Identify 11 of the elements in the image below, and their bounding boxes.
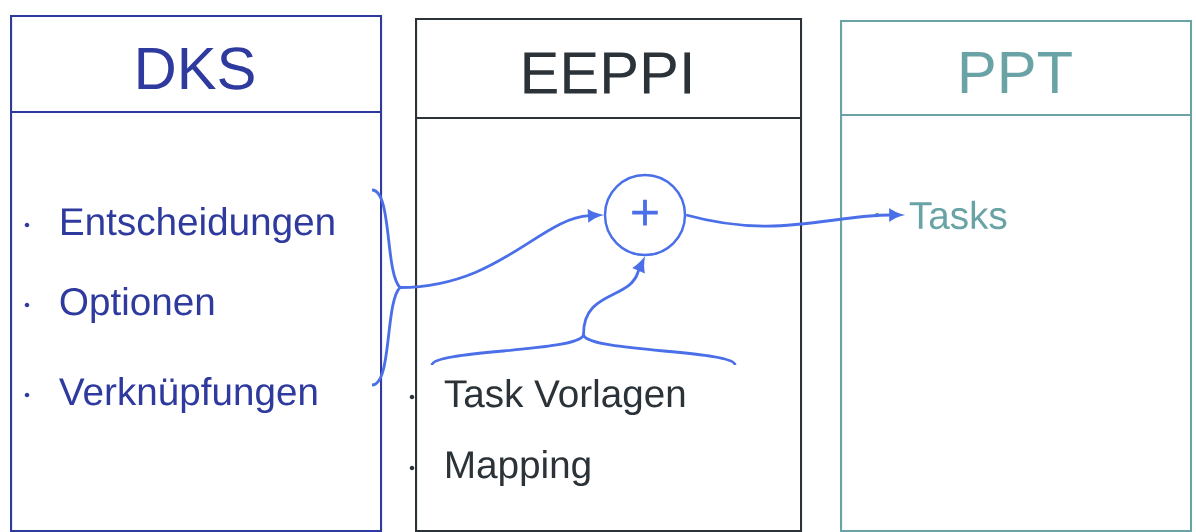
list-item: Entscheidungen	[62, 206, 334, 243]
brace	[371, 188, 402, 387]
arrow	[582, 259, 645, 335]
list-item: Verknüpfungen	[59, 376, 317, 413]
arrow	[400, 209, 601, 289]
list-item: Optionen	[60, 286, 214, 323]
list-item: Task Vorlagen	[444, 378, 685, 415]
list-item: Mapping	[447, 449, 590, 486]
arrow	[685, 209, 902, 228]
brace	[430, 333, 737, 366]
list-item: Tasks	[909, 200, 1007, 230]
